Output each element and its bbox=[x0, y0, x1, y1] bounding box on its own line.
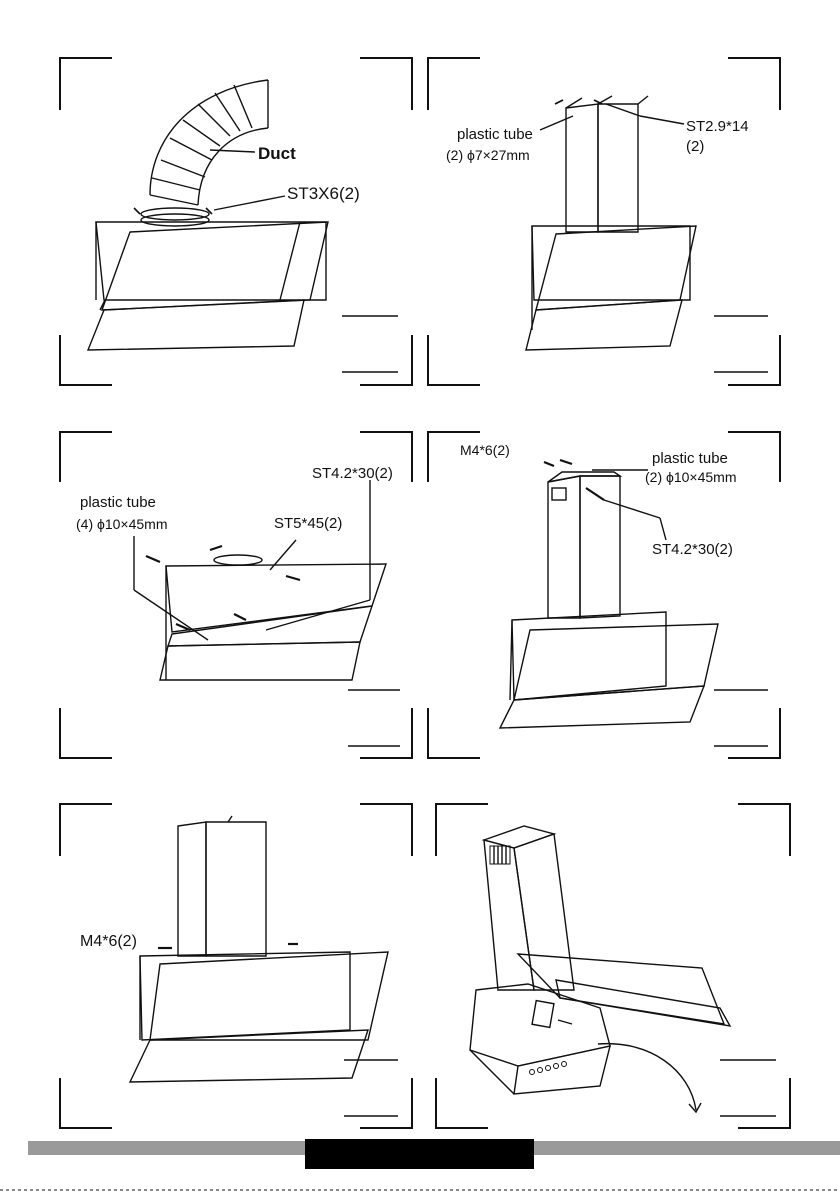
label-plastic-tube: plastic tube bbox=[80, 494, 156, 511]
label-screw-st42x30: ST4.2*30(2) bbox=[312, 465, 393, 482]
label-screw-st3x6: ST3X6(2) bbox=[287, 184, 360, 203]
frame-corner bbox=[360, 708, 412, 758]
label-duct: Duct bbox=[258, 144, 296, 163]
panel-step-6 bbox=[470, 826, 730, 1112]
label-screw-st29x14: ST2.9*14 bbox=[686, 118, 749, 135]
leader-line bbox=[134, 590, 208, 640]
control-buttons bbox=[530, 1062, 567, 1075]
screw-icon bbox=[158, 944, 298, 948]
frame-corner bbox=[60, 58, 112, 110]
hood-body bbox=[130, 952, 388, 1082]
panel-frames bbox=[60, 58, 790, 1128]
panel-step-4 bbox=[500, 460, 718, 728]
filter bbox=[532, 1001, 554, 1028]
frame-corner bbox=[60, 804, 112, 856]
label-plastic-tube: plastic tube bbox=[652, 450, 728, 467]
leader-line bbox=[266, 600, 370, 630]
label-bolt-m4x6: M4*6(2) bbox=[460, 442, 510, 458]
hood-body bbox=[470, 984, 610, 1094]
frame-corner bbox=[360, 1078, 412, 1128]
frame-corner bbox=[436, 804, 488, 856]
label-tube-spec: (4) ϕ10×45mm bbox=[76, 516, 168, 532]
label-bolt-m4x6: M4*6(2) bbox=[80, 933, 137, 950]
chimney bbox=[548, 472, 620, 618]
leader-line bbox=[214, 196, 285, 210]
frame-corner bbox=[428, 708, 480, 758]
label-screw-st42x30: ST4.2*30(2) bbox=[652, 541, 733, 558]
leader-line bbox=[210, 150, 255, 152]
frame-corner bbox=[60, 1078, 112, 1128]
frame-corner bbox=[60, 432, 112, 482]
hood-body bbox=[526, 226, 696, 350]
panel-step-3 bbox=[134, 480, 386, 680]
panel-step-5 bbox=[130, 816, 388, 1082]
hood-body bbox=[160, 555, 386, 680]
frame-corner bbox=[360, 804, 412, 856]
chimney bbox=[566, 96, 648, 232]
frame-corner bbox=[436, 1078, 488, 1128]
duct-elbow bbox=[150, 80, 268, 205]
leader-line bbox=[540, 116, 573, 130]
footer-tab bbox=[305, 1139, 534, 1169]
frame-corner bbox=[728, 708, 780, 758]
label-screw-qty: (2) bbox=[686, 138, 704, 155]
chimney bbox=[178, 816, 266, 956]
leader-line bbox=[604, 500, 660, 518]
frame-corner bbox=[738, 1078, 790, 1128]
leader-line bbox=[606, 104, 640, 116]
hood-body bbox=[500, 612, 718, 728]
frame-corner bbox=[60, 708, 112, 758]
rotation-arrow bbox=[598, 1044, 696, 1110]
vent-grille bbox=[490, 846, 510, 864]
frame-corner bbox=[428, 58, 480, 110]
label-screw-st5x45: ST5*45(2) bbox=[274, 515, 342, 532]
screw-icon bbox=[544, 460, 604, 500]
hood-body bbox=[88, 222, 328, 350]
label-plastic-tube: plastic tube bbox=[457, 126, 533, 143]
frame-corner bbox=[728, 335, 780, 385]
frame-corner bbox=[360, 58, 412, 110]
label-tube-spec: (2) ϕ10×45mm bbox=[645, 469, 737, 485]
frame-corner bbox=[738, 804, 790, 856]
frame-corner bbox=[728, 58, 780, 110]
panel-step-1 bbox=[88, 80, 328, 350]
label-tube-spec: (2) ϕ7×27mm bbox=[446, 147, 530, 163]
panel-step-2 bbox=[526, 96, 696, 350]
frame-corner bbox=[60, 335, 112, 385]
leader-line bbox=[660, 518, 666, 540]
screw-icon bbox=[146, 546, 300, 630]
frame-corner bbox=[360, 335, 412, 385]
frame-corner bbox=[428, 335, 480, 385]
leader-line bbox=[640, 116, 684, 124]
